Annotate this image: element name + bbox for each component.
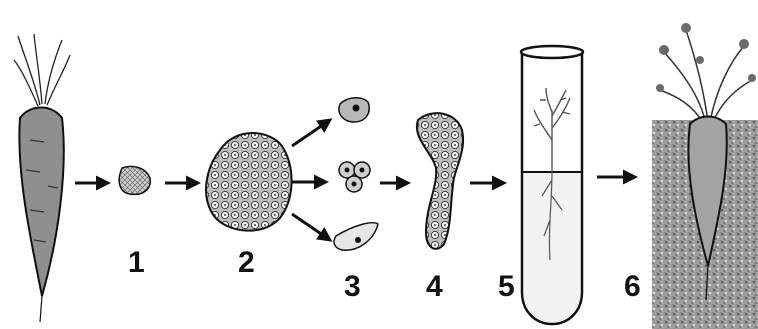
embryoid-icon <box>417 113 463 249</box>
tissue-fragment-icon <box>119 166 150 194</box>
step-label-2: 2 <box>238 246 255 279</box>
step-label-3: 3 <box>344 270 361 303</box>
test-tube-plantlet-icon <box>521 46 583 324</box>
step-label-6: 6 <box>624 270 641 303</box>
step-label-1: 1 <box>128 246 145 279</box>
arrow <box>292 214 330 240</box>
arrow <box>292 120 330 146</box>
callus-cell-mass-icon <box>206 133 292 231</box>
isolated-cells-icon <box>334 98 378 250</box>
source-carrot-icon <box>14 34 70 322</box>
carrot-in-soil-icon <box>652 23 758 329</box>
step-label-4: 4 <box>426 270 443 303</box>
step-label-5: 5 <box>498 270 515 303</box>
